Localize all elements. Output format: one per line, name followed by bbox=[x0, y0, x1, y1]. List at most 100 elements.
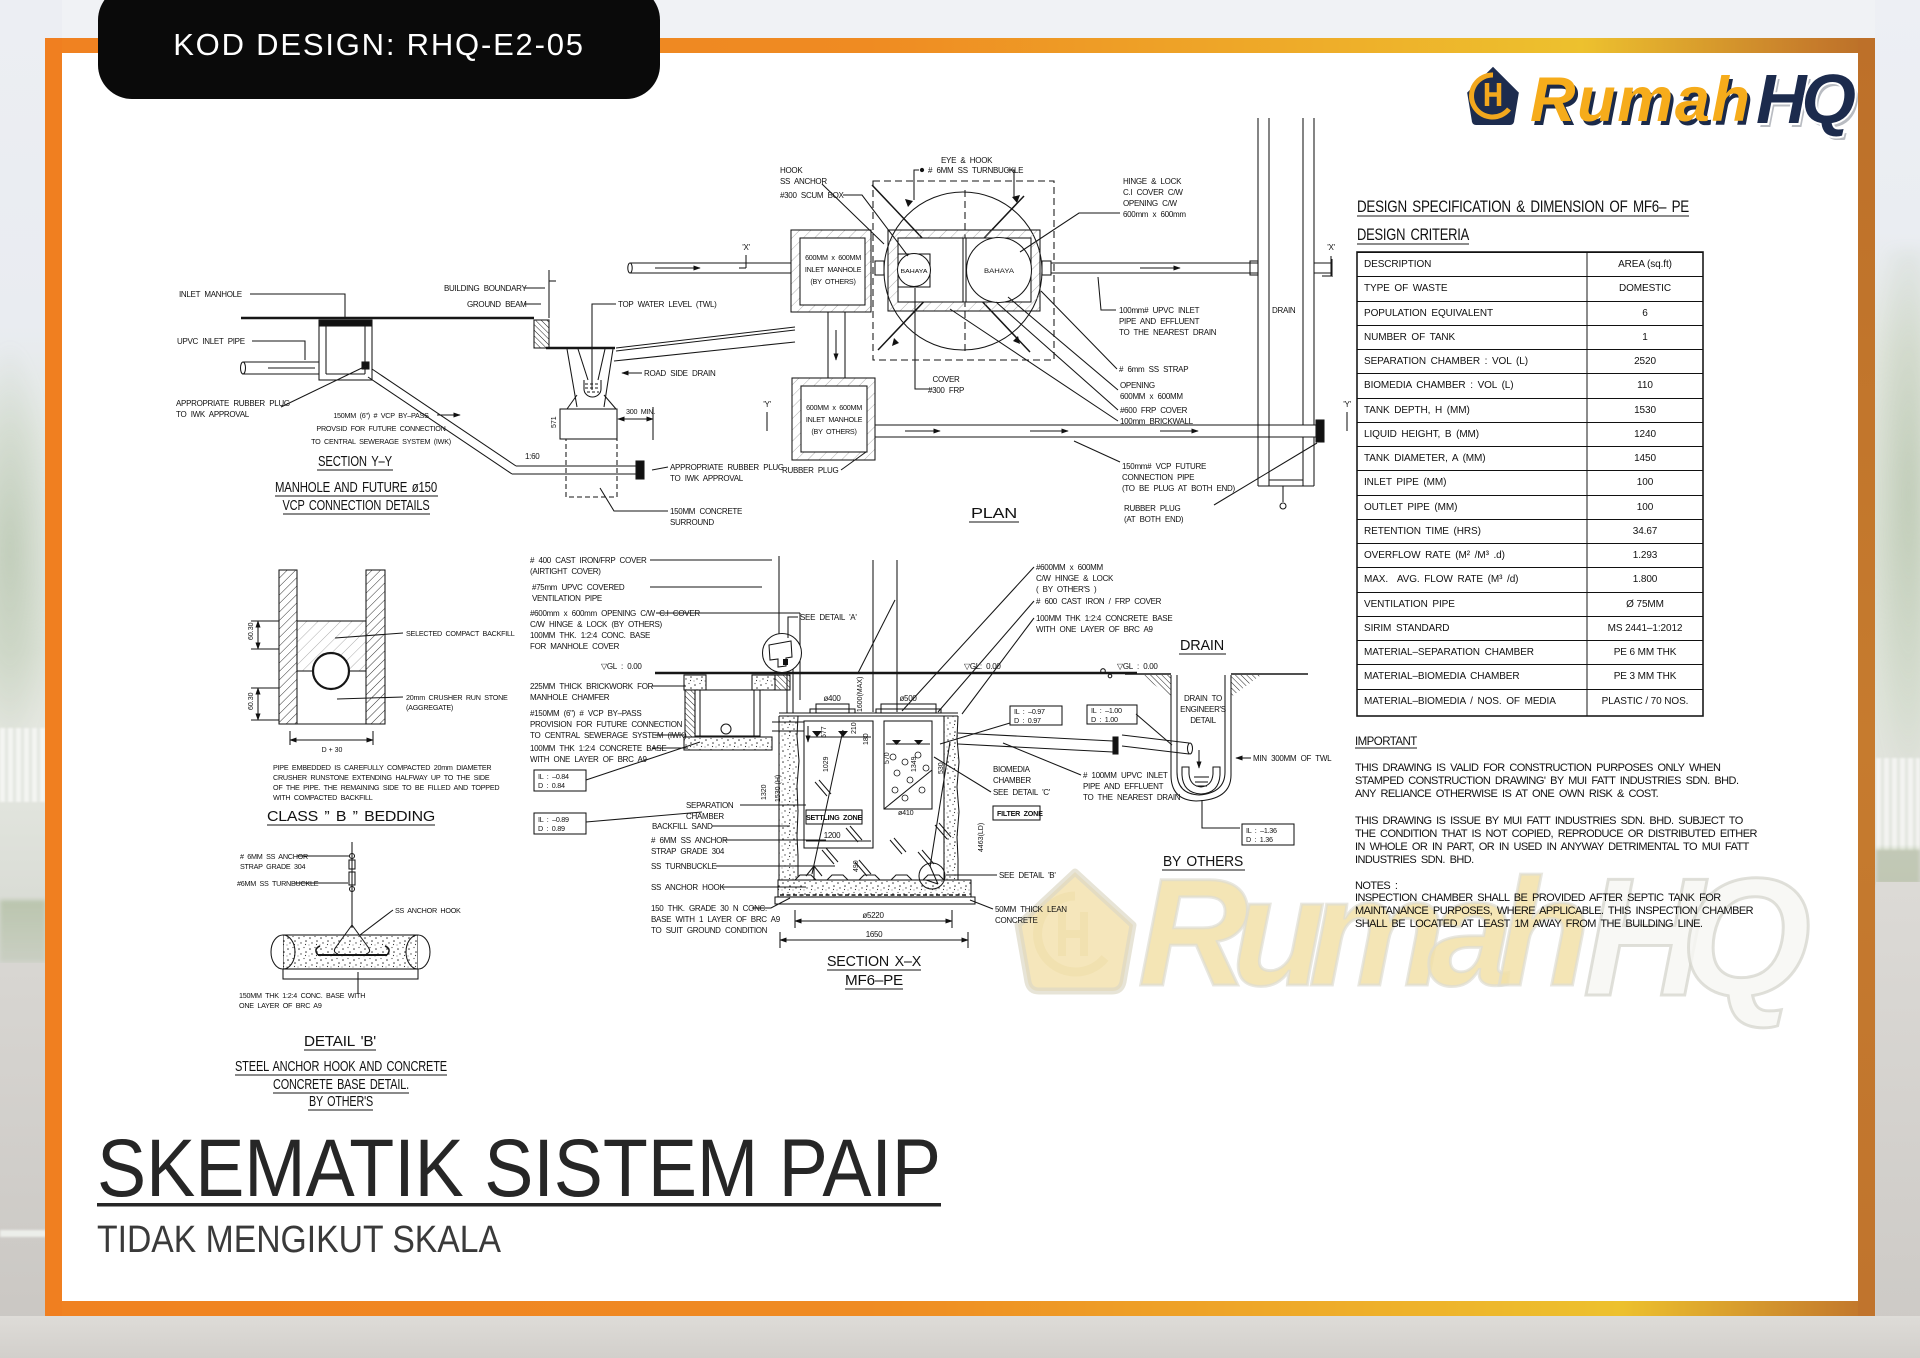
svg-text:100mm BRICKWALL: 100mm BRICKWALL bbox=[1120, 417, 1194, 426]
svg-text:Rumah: Rumah bbox=[1530, 65, 1750, 135]
svg-text:( BY OTHER'S ): ( BY OTHER'S ) bbox=[1036, 585, 1097, 594]
svg-text:'X': 'X' bbox=[1327, 243, 1335, 252]
svg-text:C.I COVER C/W: C.I COVER C/W bbox=[1123, 188, 1183, 197]
svg-text:SS ANCHOR: SS ANCHOR bbox=[780, 177, 827, 186]
svg-text:PROVISION FOR FUTURE CONNECTIO: PROVISION FOR FUTURE CONNECTION bbox=[530, 720, 683, 729]
svg-text:OF THE PIPE. THE REMAINING SID: OF THE PIPE. THE REMAINING SIDE TO BE FI… bbox=[273, 783, 499, 792]
svg-text:570: 570 bbox=[884, 752, 891, 764]
svg-text:OPENING C/W: OPENING C/W bbox=[1123, 199, 1178, 208]
svg-text:SELECTED COMPACT BACKFILL: SELECTED COMPACT BACKFILL bbox=[406, 629, 515, 638]
svg-text:NOTES :: NOTES : bbox=[1355, 880, 1398, 892]
svg-text:# 6MM SS TURNBUCKLE: # 6MM SS TURNBUCKLE bbox=[928, 166, 1023, 175]
svg-text:INLET MANHOLE: INLET MANHOLE bbox=[805, 265, 862, 274]
svg-text:210: 210 bbox=[851, 722, 858, 734]
svg-text:IL : –0.97: IL : –0.97 bbox=[1014, 707, 1045, 716]
svg-text:PIPE AND EFFLUENT: PIPE AND EFFLUENT bbox=[1083, 782, 1164, 791]
svg-text:SEPARATION: SEPARATION bbox=[686, 801, 734, 810]
svg-text:STRAP GRADE 304: STRAP GRADE 304 bbox=[240, 862, 305, 871]
svg-text:# 6MM SS ANCHOR: # 6MM SS ANCHOR bbox=[240, 852, 308, 861]
svg-text:GROUND BEAM: GROUND BEAM bbox=[467, 300, 527, 309]
svg-text:D : 0.84: D : 0.84 bbox=[538, 781, 565, 790]
svg-text:# 6MM SS ANCHOR: # 6MM SS ANCHOR bbox=[651, 836, 728, 845]
svg-text:CHAMBER: CHAMBER bbox=[686, 812, 724, 821]
svg-text:DESIGN CRITERIA: DESIGN CRITERIA bbox=[1357, 226, 1469, 244]
svg-text:ø500: ø500 bbox=[899, 694, 917, 703]
svg-text:DRAIN: DRAIN bbox=[1272, 306, 1296, 315]
svg-text:MANHOLE CHAMFER: MANHOLE CHAMFER bbox=[530, 693, 610, 702]
svg-text:530: 530 bbox=[938, 762, 945, 774]
svg-text:#600mm x 600mm OPENING C/W C.I: #600mm x 600mm OPENING C/W C.I COVER bbox=[530, 609, 700, 618]
svg-text:C/W HINGE & LOCK: C/W HINGE & LOCK bbox=[1036, 574, 1114, 583]
svg-text:#75mm UPVC COVERED: #75mm UPVC COVERED bbox=[532, 583, 625, 592]
svg-text:150MM (6") # VCP BY–PASS: 150MM (6") # VCP BY–PASS bbox=[333, 411, 429, 420]
svg-text:1029: 1029 bbox=[823, 756, 830, 772]
svg-text:CLASS ” B ” BEDDING: CLASS ” B ” BEDDING bbox=[267, 809, 435, 825]
svg-text:Rumah: Rumah bbox=[1533, 69, 1753, 139]
svg-text:ANY RELIANCE OTHERWISE IS: ANY RELIANCE OTHERWISE IS AT ONE OWN RIS… bbox=[1355, 788, 1659, 800]
svg-text:#600 FRP COVER: #600 FRP COVER bbox=[1120, 406, 1188, 415]
svg-text:APPROPRIATE RUBBER PLUG: APPROPRIATE RUBBER PLUG bbox=[176, 399, 290, 408]
svg-text:SS ANCHOR HOOK: SS ANCHOR HOOK bbox=[395, 906, 461, 915]
svg-text:TO SUIT GROUND CONDITION: TO SUIT GROUND CONDITION bbox=[651, 926, 768, 935]
svg-text:▽GL : 0.00: ▽GL : 0.00 bbox=[601, 662, 642, 671]
svg-text:THIS DRAWING IS VALID FOR: THIS DRAWING IS VALID FOR CONSTRUCTION P… bbox=[1355, 762, 1721, 774]
svg-text:150MM CONCRETE: 150MM CONCRETE bbox=[670, 507, 742, 516]
svg-text:SETTLING ZONE: SETTLING ZONE bbox=[806, 813, 863, 822]
svg-text:577: 577 bbox=[821, 726, 828, 738]
svg-text:MF6–PE: MF6–PE bbox=[845, 973, 904, 989]
svg-text:STEEL ANCHOR HOOK AND CONCRETE: STEEL ANCHOR HOOK AND CONCRETE bbox=[235, 1059, 447, 1075]
svg-text:150MM THK 1:2:4 CONC. BASE WIT: 150MM THK 1:2:4 CONC. BASE WITH bbox=[239, 991, 365, 1000]
svg-text:150 THK. GRADE 30 N CONC.: 150 THK. GRADE 30 N CONC. bbox=[651, 904, 767, 913]
svg-text:1650: 1650 bbox=[866, 930, 883, 939]
svg-text:1320: 1320 bbox=[761, 784, 768, 800]
svg-text:20mm CRUSHER RUN STONE: 20mm CRUSHER RUN STONE bbox=[406, 693, 508, 702]
svg-text:BIOMEDIA: BIOMEDIA bbox=[993, 765, 1031, 774]
svg-text:100mm# UPVC INLET: 100mm# UPVC INLET bbox=[1119, 306, 1200, 315]
svg-text:WITH ONE LAYER OF BRC A9: WITH ONE LAYER OF BRC A9 bbox=[1036, 625, 1154, 634]
svg-text:100MM THK. 1:2:4 CONC. BASE: 100MM THK. 1:2:4 CONC. BASE bbox=[530, 631, 650, 640]
svg-text:D : 0.97: D : 0.97 bbox=[1014, 716, 1041, 725]
svg-text:# 600 CAST IRON / FRP COVER: # 600 CAST IRON / FRP COVER bbox=[1036, 597, 1162, 606]
svg-text:1530 (H): 1530 (H) bbox=[775, 775, 782, 802]
svg-text:600MM x 600MM: 600MM x 600MM bbox=[806, 403, 862, 412]
svg-text:D : 0.89: D : 0.89 bbox=[538, 824, 565, 833]
svg-text:FOR MANHOLE COVER: FOR MANHOLE COVER bbox=[530, 642, 620, 651]
svg-text:BAHAYA: BAHAYA bbox=[984, 269, 1014, 275]
svg-text:490: 490 bbox=[853, 860, 860, 872]
svg-text:TO CENTRAL SEWERAGE SYSTEM (IW: TO CENTRAL SEWERAGE SYSTEM (IWK) bbox=[311, 437, 451, 446]
svg-text:IL : –1.00: IL : –1.00 bbox=[1091, 706, 1122, 715]
svg-text:1200: 1200 bbox=[824, 831, 841, 840]
svg-text:600mm x 600mm: 600mm x 600mm bbox=[1123, 210, 1186, 219]
svg-text:MANHOLE AND FUTURE ø150: MANHOLE AND FUTURE ø150 bbox=[275, 480, 437, 496]
svg-text:WITH COMPACTED BACKFILL: WITH COMPACTED BACKFILL bbox=[273, 793, 373, 802]
svg-text:MAINTANANCE PURPOSES, WHERE: MAINTANANCE PURPOSES, WHERE APPLICABLE. … bbox=[1355, 905, 1754, 917]
svg-text:SEE DETAIL 'A': SEE DETAIL 'A' bbox=[800, 613, 857, 622]
svg-text:PROVSID FOR FUTURE CONNECTION: PROVSID FOR FUTURE CONNECTION bbox=[316, 424, 445, 433]
svg-text:DRAIN TO: DRAIN TO bbox=[1184, 694, 1222, 703]
svg-text:HOOK: HOOK bbox=[780, 166, 803, 175]
svg-text:IL : –0.84: IL : –0.84 bbox=[538, 772, 569, 781]
svg-text:C/W HINGE & LOCK (BY OTHERS): C/W HINGE & LOCK (BY OTHERS) bbox=[530, 620, 663, 629]
svg-text:#6MM SS TURNBUCKLE: #6MM SS TURNBUCKLE bbox=[237, 879, 319, 888]
svg-text:CHAMBER: CHAMBER bbox=[993, 776, 1031, 785]
svg-text:# 6mm SS STRAP: # 6mm SS STRAP bbox=[1119, 365, 1188, 374]
svg-text:IN WHOLE OR IN PART, OR: IN WHOLE OR IN PART, OR IN USED IN ANYWA… bbox=[1355, 841, 1750, 853]
svg-text:(TO BE PLUG AT BOTH END): (TO BE PLUG AT BOTH END) bbox=[1122, 484, 1235, 493]
svg-text:ø5220: ø5220 bbox=[862, 911, 884, 920]
svg-text:(BY OTHERS): (BY OTHERS) bbox=[810, 277, 855, 286]
svg-text:▽GL : 0.00: ▽GL : 0.00 bbox=[1117, 662, 1158, 671]
svg-text:1:60: 1:60 bbox=[525, 452, 540, 461]
svg-text:INLET MANHOLE: INLET MANHOLE bbox=[179, 290, 242, 299]
svg-text:4463(LD): 4463(LD) bbox=[978, 823, 985, 852]
svg-text:HQ: HQ bbox=[1583, 843, 1811, 1031]
svg-text:#150MM (6") # VCP BY–PASS: #150MM (6") # VCP BY–PASS bbox=[530, 709, 641, 718]
svg-text:DETAIL: DETAIL bbox=[1190, 716, 1216, 725]
svg-text:IL : –1.36: IL : –1.36 bbox=[1246, 826, 1277, 835]
svg-text:RUBBER PLUG: RUBBER PLUG bbox=[782, 466, 839, 475]
svg-text:ø400: ø400 bbox=[823, 694, 841, 703]
svg-text:'Y': 'Y' bbox=[1343, 400, 1351, 409]
svg-text:BAHAYA: BAHAYA bbox=[901, 269, 928, 275]
svg-text:VENTILATION PIPE: VENTILATION PIPE bbox=[532, 594, 602, 603]
svg-text:VCP CONNECTION DETAILS: VCP CONNECTION DETAILS bbox=[283, 498, 430, 514]
svg-text:600MM x 600MM: 600MM x 600MM bbox=[805, 253, 861, 262]
